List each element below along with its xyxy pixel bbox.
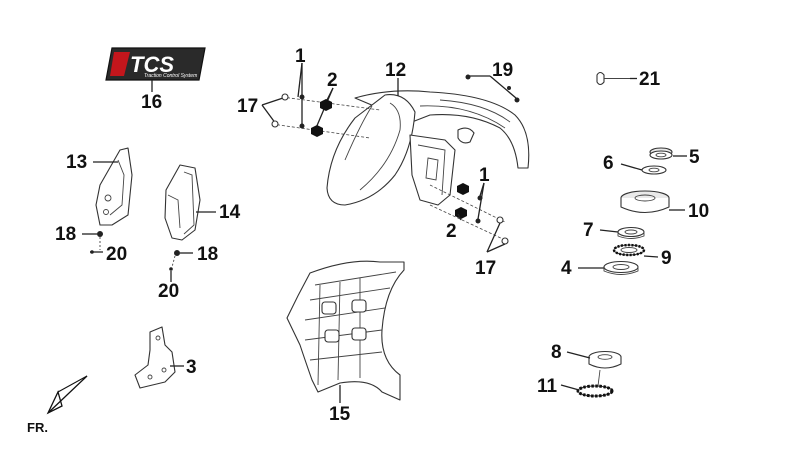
tcs-logo-decal: TCS Traction Control System — [105, 47, 206, 81]
callout-1-top: 1 — [295, 46, 306, 67]
callout-13: 13 — [66, 152, 87, 173]
callout-4: 4 — [561, 258, 572, 279]
callout-17-right: 17 — [475, 258, 496, 279]
ball-bearing-9 — [612, 243, 646, 257]
callout-2-right: 2 — [446, 221, 457, 242]
callout-7: 7 — [583, 220, 594, 241]
bolt-18-20-left — [82, 231, 103, 254]
callout-12: 12 — [385, 60, 406, 81]
bearing-5 — [649, 147, 673, 160]
callout-8: 8 — [551, 342, 562, 363]
logo-subtitle: Traction Control System — [144, 73, 197, 79]
nut-10 — [620, 190, 670, 214]
callout-16: 16 — [141, 92, 162, 113]
callout-14: 14 — [219, 202, 241, 223]
bolt-18-20-center — [169, 250, 193, 282]
front-direction-arrow-icon — [46, 375, 88, 415]
callout-10: 10 — [688, 201, 709, 222]
callout-2-top: 2 — [327, 70, 338, 91]
bracket-3 — [134, 326, 176, 389]
bearing-race-4 — [603, 260, 639, 275]
front-direction-label: FR. — [27, 420, 48, 435]
bolt-group-right — [429, 182, 509, 253]
side-cover-14 — [164, 164, 201, 241]
callout-6: 6 — [603, 153, 614, 174]
callout-21: 21 — [639, 69, 661, 90]
callout-19: 19 — [492, 60, 513, 81]
callout-11: 11 — [537, 376, 558, 397]
screw-icon — [596, 71, 637, 86]
front-fender — [326, 90, 530, 206]
callout-17-top: 17 — [237, 96, 258, 117]
callout-1-right: 1 — [479, 165, 490, 186]
bearing-race-7 — [617, 226, 645, 239]
ball-bearing-11 — [576, 384, 614, 398]
callout-20-center: 20 — [158, 281, 179, 302]
callout-18-left: 18 — [55, 224, 76, 245]
nut-icon — [320, 99, 332, 111]
callout-3: 3 — [186, 357, 197, 378]
bolt-group-19 — [465, 74, 520, 103]
side-cover-13 — [95, 147, 133, 226]
bolt-group-left — [261, 62, 381, 139]
callout-20-left: 20 — [106, 244, 127, 265]
callout-5: 5 — [689, 147, 700, 168]
callout-9: 9 — [661, 248, 672, 269]
callout-15: 15 — [329, 404, 351, 425]
lower-cover-15 — [286, 260, 405, 401]
washer-6 — [641, 165, 667, 175]
logo-text: TCS — [130, 52, 174, 77]
bearing-8 — [588, 350, 622, 387]
callout-18-center: 18 — [197, 244, 218, 265]
